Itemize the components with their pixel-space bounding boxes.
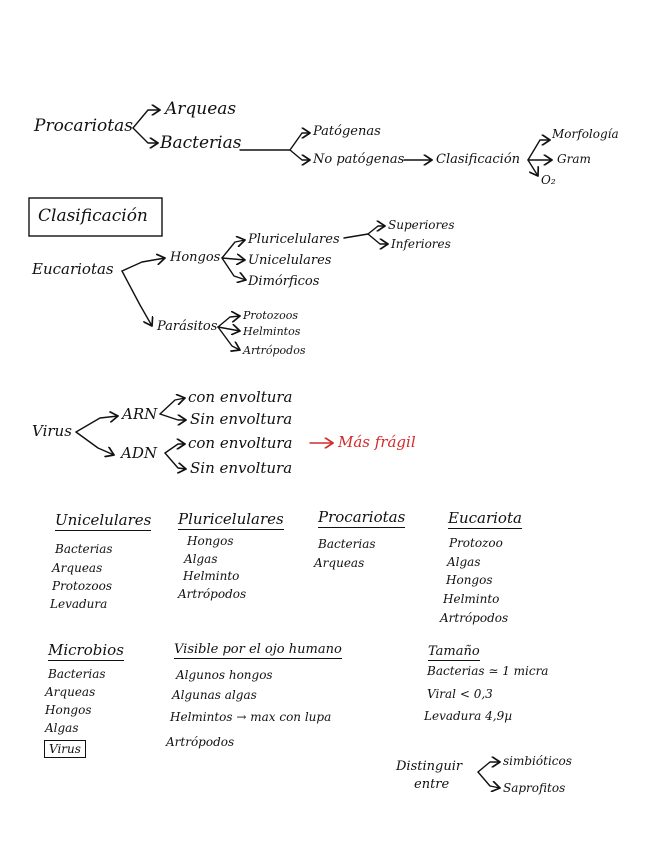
node-bacterias: Bacterias: [160, 133, 242, 153]
node-no-patogenas: No patógenas: [313, 152, 405, 167]
arrow-parasitos-artropodos: [217, 326, 240, 350]
list-item: Arqueas: [52, 561, 103, 575]
title-clasificacion: Clasificación: [38, 206, 148, 226]
list-item: Algunos hongos: [176, 668, 273, 682]
list-visible-heading: Visible por el ojo humano: [174, 642, 342, 659]
arrow-eucariotas-parasitos: [121, 270, 152, 326]
node-morfologia: Morfología: [552, 127, 619, 141]
arrow-arn-con: [159, 398, 185, 415]
node-adn: ADN: [121, 444, 157, 462]
list-item: Artrópodos: [440, 611, 509, 625]
node-parasitos: Parásitos: [157, 319, 218, 334]
list-item: Helmintos → max con lupa: [170, 710, 332, 724]
arrow-eucariotas-hongos: [121, 258, 165, 272]
node-simbioticos: simbióticos: [503, 754, 572, 768]
arrow-adn-sin: [164, 452, 186, 469]
list-item: Viral < 0,3: [427, 687, 493, 701]
list-item: Algas: [45, 721, 79, 735]
distinguir-label: Distinguir: [396, 759, 463, 774]
node-saprofitos: Saprofitos: [503, 781, 566, 795]
arrow-virus-adn: [75, 431, 114, 455]
arrow-pluri-superiores: [367, 226, 385, 235]
node-gram: Gram: [557, 152, 591, 166]
list-item: Artrópodos: [166, 735, 235, 749]
node-protozoos: Protozoos: [243, 309, 299, 322]
list-item: Algas: [184, 552, 218, 566]
list-item: Artrópodos: [178, 587, 247, 601]
list-item: Helminto: [443, 592, 500, 606]
node-hongos: Hongos: [170, 250, 221, 265]
line-pluricelulares-branch: [343, 233, 369, 239]
list-item: Bacterias: [318, 537, 376, 551]
list-item: Arqueas: [314, 556, 365, 570]
node-arn-con-envoltura: con envoltura: [188, 388, 293, 406]
arrow-parasitos-protozoos: [217, 316, 240, 328]
list-item: Helminto: [183, 569, 240, 583]
node-adn-sin-envoltura: Sin envoltura: [190, 459, 293, 477]
list-item: Hongos: [446, 573, 493, 587]
node-dimorficos: Dimórficos: [248, 274, 320, 289]
node-unicelulares: Unicelulares: [248, 253, 332, 268]
list-item: Protozoos: [52, 579, 113, 593]
node-adn-con-envoltura: con envoltura: [188, 434, 293, 452]
arrow-distinguir-simbioticos: [477, 762, 500, 773]
arrow-hongos-pluricelulares: [221, 240, 245, 259]
distinguir-label-entre: entre: [414, 777, 450, 792]
list-microbios-heading: Microbios: [48, 641, 124, 661]
list-item: Levadura 4,9µ: [424, 709, 513, 723]
list-item: Algas: [447, 555, 481, 569]
arrow-clasificacion-o2: [527, 159, 538, 176]
arrow-procariotas-bacterias: [132, 127, 158, 143]
procariotas-root: Procariotas: [34, 116, 133, 136]
arrow-bacterias-no-patogenas: [289, 149, 310, 160]
node-o2: O₂: [541, 173, 556, 187]
arrow-parasitos-helmintos: [217, 327, 240, 331]
arrow-hongos-dimorficos: [221, 257, 246, 280]
list-item: Arqueas: [45, 685, 96, 699]
list-unicelulares-heading: Unicelulares: [55, 511, 152, 531]
node-inferiores: Inferiores: [391, 237, 451, 251]
arrow-adn-con: [164, 444, 185, 454]
list-item: Bacterias: [55, 542, 113, 556]
list-item-boxed: Virus: [44, 740, 86, 758]
node-artropodos: Artrópodos: [243, 344, 306, 357]
list-item: Hongos: [45, 703, 92, 717]
list-procariotas-heading: Procariotas: [318, 508, 406, 528]
arrow-virus-arn: [75, 416, 118, 433]
arrow-arn-sin: [159, 413, 186, 420]
arrow-bacterias-patogenas: [289, 133, 310, 151]
node-clasificacion: Clasificación: [436, 152, 521, 167]
list-pluricelulares-heading: Pluricelulares: [178, 510, 284, 530]
list-item: Levadura: [50, 597, 108, 611]
node-arn-sin-envoltura: Sin envoltura: [190, 410, 293, 428]
arrow-clasificacion-morfologia: [527, 140, 550, 161]
arrow-pluri-inferiores: [367, 233, 388, 244]
virus-root: Virus: [32, 422, 72, 440]
list-item: Algunas algas: [172, 688, 257, 702]
arrow-procariotas-arqueas: [132, 110, 160, 129]
node-arqueas: Arqueas: [165, 99, 237, 119]
list-item: Bacterias: [48, 667, 106, 681]
note-mas-fragil: Más frágil: [338, 433, 416, 451]
node-pluricelulares: Pluricelulares: [248, 232, 340, 247]
arrow-distinguir-saprofitos: [477, 771, 500, 788]
list-item: Hongos: [187, 534, 234, 548]
title-box-frame: [28, 197, 163, 237]
list-item: Protozoo: [449, 536, 503, 550]
node-arn: ARN: [122, 405, 158, 423]
arrow-hongos-unicelulares: [221, 258, 245, 260]
eucariotas-root: Eucariotas: [32, 260, 114, 278]
node-superiores: Superiores: [388, 218, 455, 232]
node-helmintos: Helmintos: [243, 325, 301, 338]
list-tamano-heading: Tamaño: [428, 644, 480, 661]
node-patogenas: Patógenas: [313, 124, 381, 139]
list-item: Bacterias ≃ 1 micra: [427, 664, 549, 678]
list-eucariota-heading: Eucariota: [448, 509, 522, 529]
